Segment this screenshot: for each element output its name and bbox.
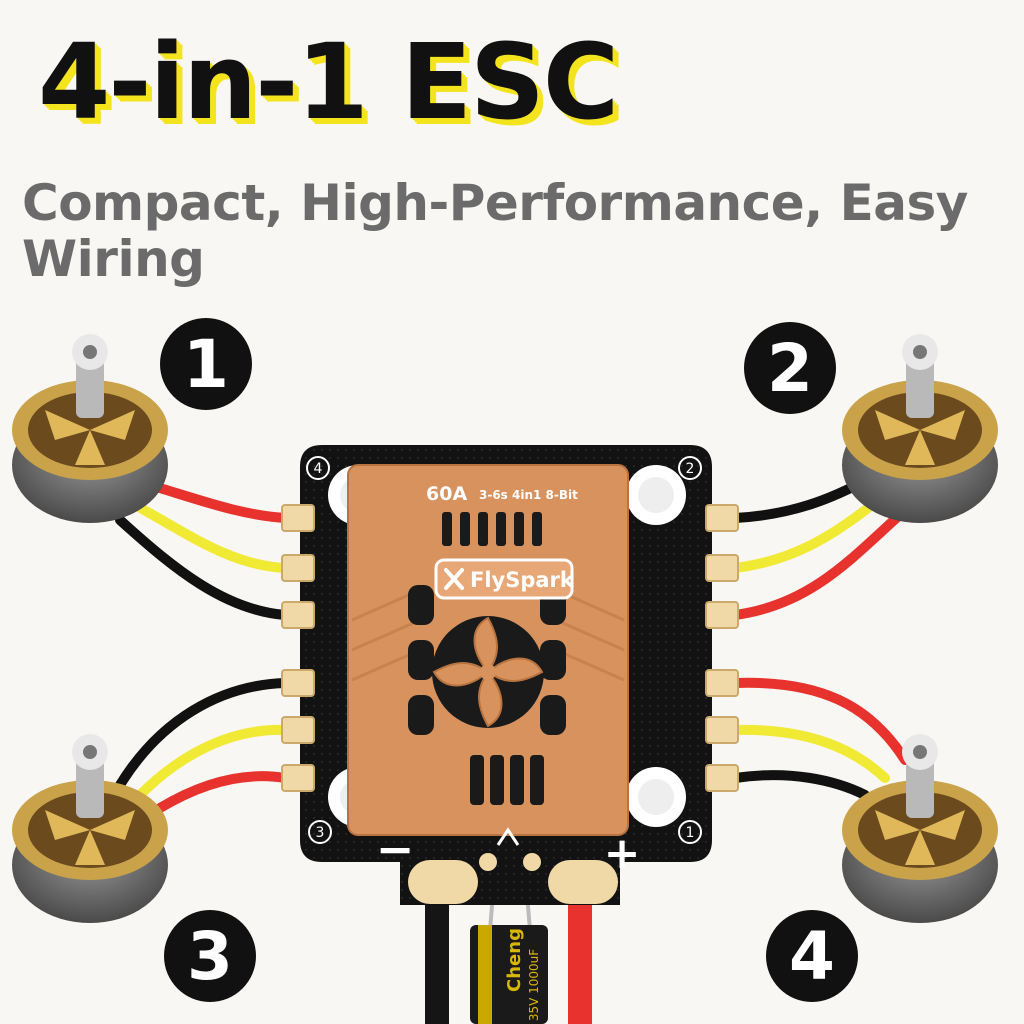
capacitor-rating: 35V 1000uF	[527, 949, 541, 1021]
motor-badge-2: 2	[744, 322, 836, 414]
motor-4	[842, 734, 998, 923]
capacitor: Cheng 35V 1000uF	[470, 869, 548, 1024]
motor-3	[12, 734, 168, 923]
motor-badge-1: 1	[160, 318, 252, 410]
motor-pads	[281, 504, 739, 792]
motor-4-wires	[730, 677, 910, 800]
corner-label-4: 4	[314, 461, 323, 477]
page-subtitle: Compact, High-Performance, Easy Wiring	[22, 174, 968, 288]
esc-board: 4 2 3 1	[281, 445, 739, 905]
motor-1-wires	[115, 480, 290, 620]
current-rating: 60A	[426, 483, 467, 505]
page-title: 4-in-1 ESC	[38, 21, 619, 143]
battery-positive-lead	[568, 895, 592, 1024]
flyspark-logo-icon	[444, 568, 464, 590]
corner-labels	[306, 456, 702, 844]
corner-label-2: 2	[686, 461, 695, 477]
brand-name: FlySpark	[470, 568, 575, 592]
motor-2	[842, 334, 998, 523]
motor-1	[12, 334, 168, 523]
motor-3-wires	[115, 678, 290, 813]
minus-sign: −	[376, 822, 415, 876]
motor-badge-4: 4	[766, 910, 858, 1002]
power-pads	[408, 827, 618, 904]
board-spec: 3-6s 4in1 8-Bit	[479, 488, 578, 502]
capacitor-brand: Cheng	[504, 928, 525, 992]
corner-label-3: 3	[316, 825, 325, 841]
plus-sign: +	[604, 828, 641, 879]
battery-negative-lead	[425, 895, 449, 1024]
corner-label-1: 1	[686, 825, 695, 841]
heatsink: FlySpark 60A 3-6s 4in1 8-Bit	[347, 464, 629, 836]
motor-badge-3: 3	[164, 910, 256, 1002]
